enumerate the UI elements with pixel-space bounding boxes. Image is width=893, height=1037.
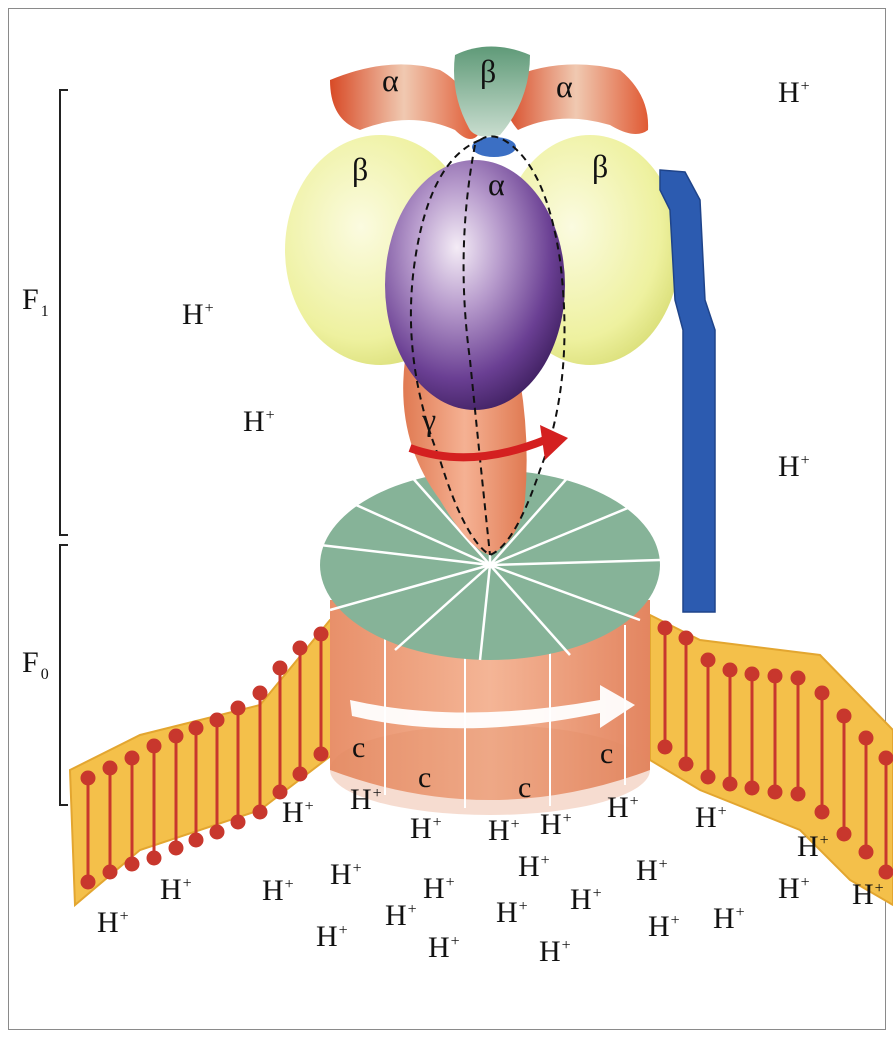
proton-label: H+	[695, 803, 727, 833]
proton-label: H+	[423, 874, 455, 904]
proton-label: H+	[648, 912, 680, 942]
proton-label: H+	[607, 793, 639, 823]
proton-label: H+	[496, 898, 528, 928]
c-subunit-label-3: c	[518, 773, 531, 803]
f0-bracket	[60, 545, 68, 805]
proton-label: H+	[570, 885, 602, 915]
c-subunit-label-1: c	[352, 733, 365, 763]
proton-label: H+	[488, 816, 520, 846]
f1-bracket	[60, 90, 68, 535]
alpha-label-right: α	[556, 70, 573, 102]
gamma-label: γ	[422, 403, 436, 435]
proton-label: H+	[778, 874, 810, 904]
proton-label: H+	[410, 814, 442, 844]
proton-label: H+	[539, 937, 571, 967]
f1-subscript: 1	[41, 303, 49, 320]
proton-label: H+	[518, 852, 550, 882]
alpha-label-center: α	[488, 168, 505, 200]
proton-label: H+	[182, 300, 214, 330]
f0-letter: F	[22, 646, 39, 679]
proton-label: H+	[385, 901, 417, 931]
f0-subscript: 0	[41, 666, 49, 683]
beta-label-left: β	[352, 153, 368, 185]
gamma-rotation-arrowhead	[540, 425, 568, 460]
proton-label: H+	[316, 922, 348, 952]
proton-label: H+	[428, 933, 460, 963]
proton-label: H+	[262, 876, 294, 906]
proton-label: H+	[713, 904, 745, 934]
proton-label: H+	[330, 860, 362, 890]
proton-label: H+	[160, 875, 192, 905]
proton-label: H+	[797, 832, 829, 862]
proton-label: H+	[540, 810, 572, 840]
proton-label: H+	[778, 78, 810, 108]
proton-label: H+	[636, 856, 668, 886]
f1-letter: F	[22, 283, 39, 316]
proton-label: H+	[97, 908, 129, 938]
proton-label: H+	[282, 798, 314, 828]
proton-label: H+	[852, 880, 884, 910]
c-subunit-label-4: c	[600, 739, 613, 769]
beta-label-right: β	[592, 150, 608, 182]
proton-label: H+	[778, 452, 810, 482]
c-subunit-label-2: c	[418, 763, 431, 793]
central-subunit-dome	[385, 160, 565, 410]
alpha-label-left: α	[382, 64, 399, 96]
beta-label-top: β	[480, 55, 496, 87]
proton-label: H+	[243, 407, 275, 437]
proton-label: H+	[350, 785, 382, 815]
